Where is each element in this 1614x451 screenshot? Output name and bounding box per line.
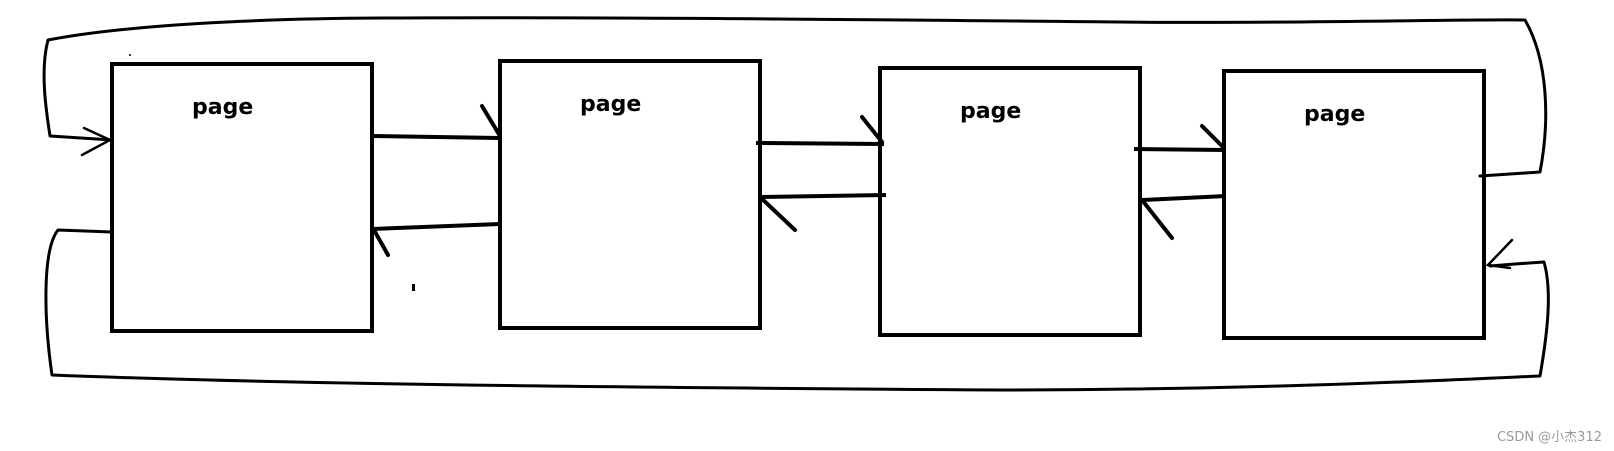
page-label: page xyxy=(580,92,641,117)
prev-arrowhead-4-3 xyxy=(1140,198,1174,240)
prev-link-4-3 xyxy=(1141,194,1227,202)
next-arrowhead-1-2 xyxy=(480,104,502,138)
stray-dot xyxy=(129,54,131,56)
page-node-4: page xyxy=(1222,69,1486,340)
outer-loop-bottom-line xyxy=(44,228,1550,392)
prev-arrowhead-3-2 xyxy=(758,195,797,232)
outer-loop-line xyxy=(42,16,1548,178)
prev-link-2-1 xyxy=(371,222,501,231)
page-node-3: page xyxy=(878,66,1142,337)
page-node-1: page xyxy=(110,62,374,333)
page-label: page xyxy=(1304,102,1365,127)
next-arrowhead-2-3 xyxy=(860,115,884,144)
page-label: page xyxy=(960,99,1021,124)
page-box xyxy=(110,62,374,333)
watermark-text: CSDN @小杰312 xyxy=(1496,430,1602,445)
next-link-2-3 xyxy=(755,141,885,146)
page-box xyxy=(1222,69,1486,340)
page-label: page xyxy=(192,95,253,120)
page-node-2: page xyxy=(498,59,762,330)
prev-arrowhead-2-1 xyxy=(372,228,390,257)
loop-entry-arrowhead xyxy=(80,126,113,157)
next-arrowhead-3-4 xyxy=(1200,124,1226,150)
page-box xyxy=(498,59,762,330)
stray-dot xyxy=(412,284,415,291)
next-link-1-2 xyxy=(371,134,501,140)
prev-link-3-2 xyxy=(759,193,887,199)
loop-exit-arrowhead xyxy=(1485,238,1514,270)
next-link-3-4 xyxy=(1133,147,1227,152)
page-box xyxy=(878,66,1142,337)
